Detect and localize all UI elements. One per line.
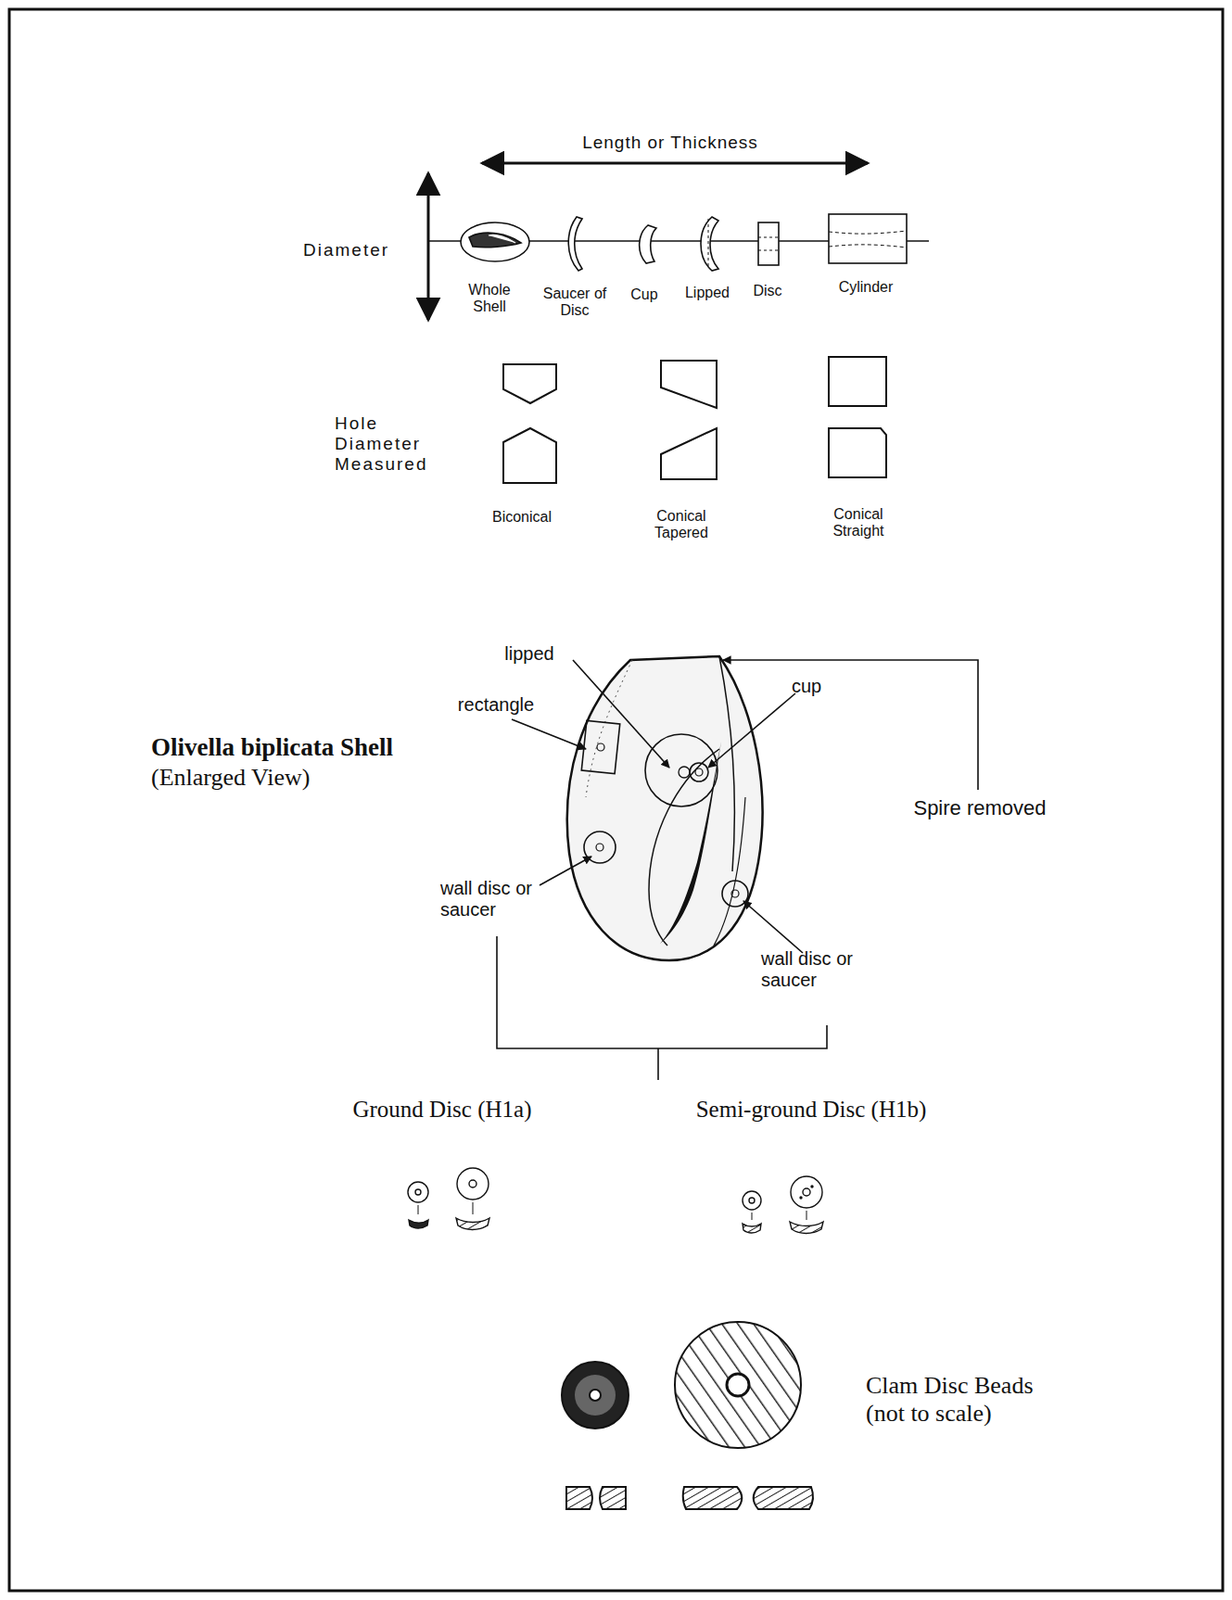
page-frame xyxy=(9,9,1223,1591)
olivella-shell xyxy=(567,656,763,961)
measure-axes xyxy=(428,163,929,320)
shape-label: Disc xyxy=(752,282,782,300)
bead-type-label: Clam Disc Beads (not to scale) xyxy=(865,1371,1052,1428)
bead-profiles xyxy=(460,214,907,271)
figure-title: Olivella biplicata Shell xyxy=(151,733,394,763)
part-label: lipped xyxy=(504,643,554,665)
shape-label: Whole Shell xyxy=(460,281,519,317)
hole-type-label: Conical Tapered xyxy=(644,508,719,543)
bead-type-label: Semi-ground Disc (H1b) xyxy=(696,1096,928,1124)
hole-type-label: Biconical xyxy=(492,508,552,526)
bead-type-label: Ground Disc (H1a) xyxy=(352,1096,532,1124)
disc-bead-sketches xyxy=(407,1168,824,1234)
hole-profiles xyxy=(503,356,887,483)
dimension-label: Length or Thickness xyxy=(582,132,759,153)
leader-lines xyxy=(496,660,978,1080)
part-label: Spire removed xyxy=(913,796,1046,820)
shape-label: Saucer of Disc xyxy=(541,285,609,320)
hole-type-label: Conical Straight xyxy=(821,506,896,541)
part-label: wall disc or saucer xyxy=(440,877,534,921)
shape-label: Cylinder xyxy=(838,279,894,296)
part-label: cup xyxy=(791,675,822,698)
shape-label: Cup xyxy=(630,286,658,304)
clam-bead-sketches xyxy=(561,1321,813,1510)
axis-label: Hole Diameter Measured xyxy=(334,413,451,475)
shape-label: Lipped xyxy=(685,284,730,302)
figure-subtitle: (Enlarged View) xyxy=(151,763,310,792)
part-label: wall disc or saucer xyxy=(761,948,854,991)
axis-label: Diameter xyxy=(303,240,390,261)
part-label: rectangle xyxy=(457,694,534,716)
